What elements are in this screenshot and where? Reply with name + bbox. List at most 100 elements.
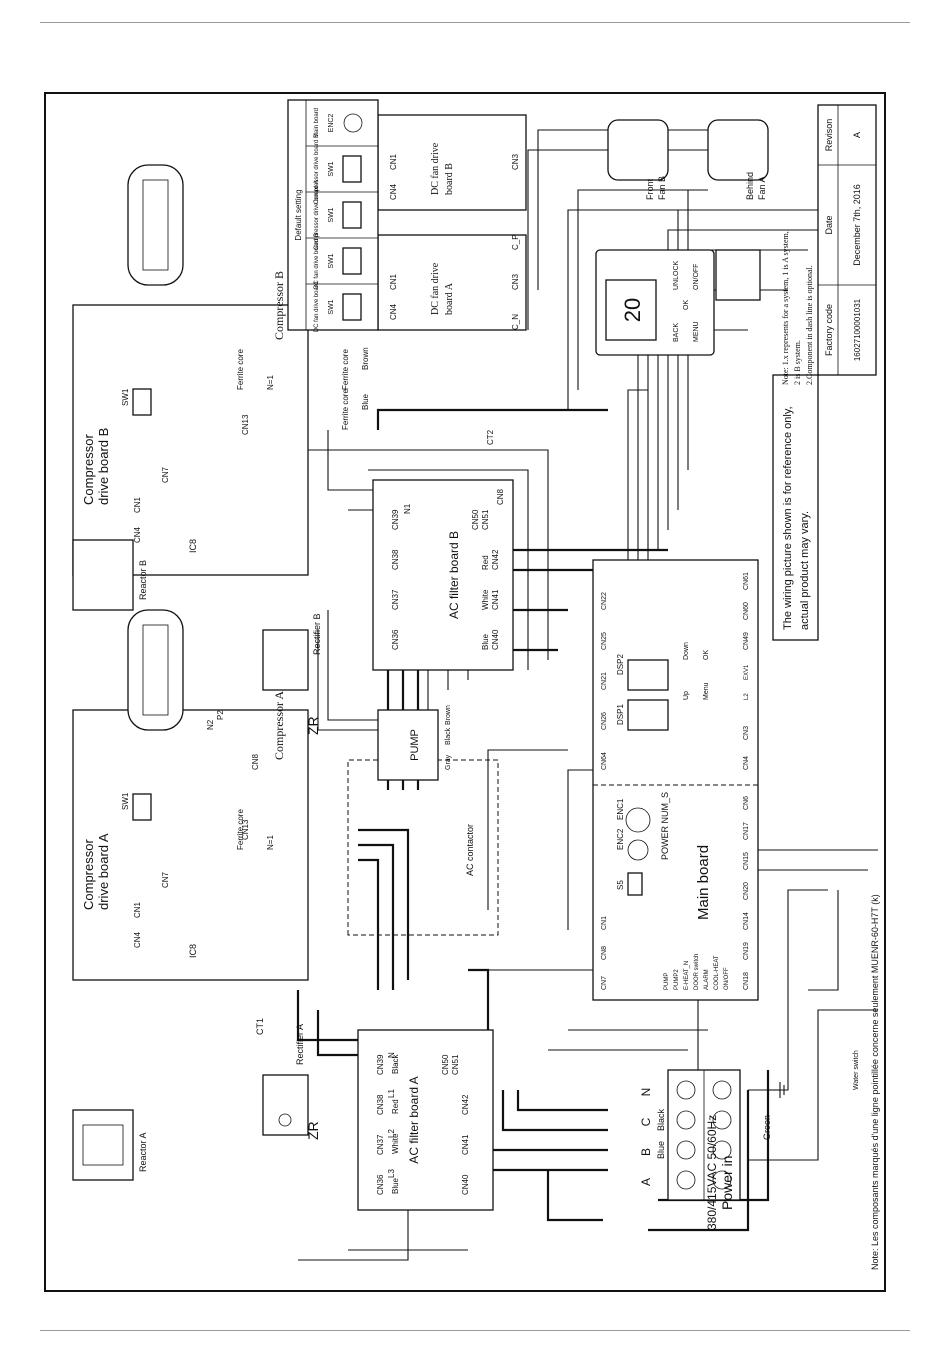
controller-display: 20 <box>620 298 645 322</box>
drive-b-cn7: CN7 <box>161 466 170 483</box>
main-exv2: EXV1 <box>744 664 750 680</box>
compressor-drive-board-b: Compressor drive board B IC8 SW1 CN4 CN1… <box>72 304 309 576</box>
power-terminal-labels: A B C N <box>639 1088 653 1186</box>
main-cn20: CN20 <box>743 882 750 900</box>
drive-a-cn8: CN8 <box>251 753 260 770</box>
wiring-diagram-canvas: Blue Black A B C N 380/415VAC 50/60Hz Po… <box>48 94 886 1290</box>
reactor-a-label: Reactor A <box>138 1132 148 1172</box>
filter-b-n1: N1 <box>403 503 412 514</box>
fan-a-cn3: CN3 <box>511 273 520 290</box>
main-cn19: CN19 <box>743 942 750 960</box>
main-dsp1: DSP1 <box>616 704 625 725</box>
drive-b-cn1: CN1 <box>133 496 142 513</box>
filter-b-cn38: CN38 <box>391 549 400 570</box>
bottom-rule <box>40 1330 910 1331</box>
fan-a-title-2: board A <box>444 282 455 315</box>
main-cn7: CN7 <box>601 976 608 990</box>
drive-b-cn13: CN13 <box>241 414 250 435</box>
main-cn60: CN60 <box>743 602 750 620</box>
main-cn61: CN61 <box>743 572 750 590</box>
power-in-terminal-block: Blue Black <box>656 1069 741 1201</box>
main-board-connectors: CN18 CN19 CN14 CN20 CN15 CN17 CN6 CN4 CN… <box>601 572 750 990</box>
main-cn8: CN8 <box>601 946 608 960</box>
fan-a-cp: C_P <box>511 234 520 250</box>
water-switch: Water switch <box>853 1050 860 1090</box>
main-power-num: POWER NUM_S <box>660 792 670 860</box>
corner-note-1: Note: 1.x represents for a system, 1 is … <box>781 231 790 385</box>
ac-filter-board-b: AC filter board B CN36 CN37 CN38 CN39 CN… <box>372 479 514 671</box>
revision-header-rev: Revison <box>824 119 834 152</box>
fan-a-cn: C_N <box>511 314 520 330</box>
rectifier-a: Rectifier A <box>262 1024 309 1136</box>
terminal-n: N <box>639 1088 653 1097</box>
power-wire-black: Black <box>656 1109 666 1132</box>
n1-a: N=1 <box>266 835 275 850</box>
reactor-b: Reactor B <box>72 539 148 611</box>
settings-row-3: Compressor drive board A <box>314 180 320 250</box>
controller-unlock: UNLOCK <box>673 260 680 290</box>
revision-factory-code: 16027100001031 <box>853 298 862 361</box>
ac-contactor-label: AC contactor <box>465 824 475 876</box>
main-board-title: Main board <box>695 845 712 920</box>
reactor-a: Reactor A <box>72 1109 148 1181</box>
wired-controller: 20 MENU BACK ON/OFF UNLOCK OK <box>595 249 761 356</box>
dc-fan-drive-board-a: DC fan drive board A CN4 CN1 CN3 C_P C_N <box>377 234 527 331</box>
main-up: Up <box>683 691 690 700</box>
front-fan-label-1: Front <box>645 178 655 200</box>
main-cn26: CN25 <box>601 632 608 650</box>
terminal-a: A <box>639 1178 653 1186</box>
main-ok: OK <box>703 650 710 660</box>
controller-back: BACK <box>673 323 680 342</box>
main-exv1: L2 <box>744 693 750 700</box>
drive-b-sw1: SW1 <box>121 388 130 406</box>
reference-note-line-1: The wiring picture shown is for referenc… <box>782 406 794 630</box>
zr-a-label: ZR <box>305 1121 321 1140</box>
dc-fan-drive-board-b: DC fan drive board B CN4 CN1 CN3 <box>377 114 527 211</box>
main-cn49: CN49 <box>743 632 750 650</box>
drive-b-title-2: drive board B <box>96 428 111 505</box>
default-settings-table: Default setting DC fan drive board DC fa… <box>287 99 379 332</box>
main-down: Down <box>683 642 690 660</box>
drive-a-title-2: drive board A <box>96 833 111 910</box>
main-cn66: CN21 <box>601 672 608 690</box>
drive-b-ic8: IC8 <box>188 539 198 553</box>
fan-front-b: Front Fan B <box>588 119 669 200</box>
main-pump: PUMP <box>664 973 670 990</box>
fan-ferrite-core-2: Ferrite core <box>341 389 350 430</box>
drive-a-cn4: CN4 <box>133 931 142 948</box>
main-alarm: ALARM <box>704 969 710 990</box>
settings-enc2: ENC2 <box>328 114 335 133</box>
main-cn3: CN3 <box>743 726 750 740</box>
filter-a-l1: L1 <box>387 1089 396 1098</box>
main-cn31: CN26 <box>601 712 608 730</box>
drive-a-sw1: SW1 <box>121 792 130 810</box>
main-cn15: CN15 <box>743 852 750 870</box>
filter-b-cn37: CN37 <box>391 589 400 610</box>
fan-behind-a: Behind Fan A <box>688 119 769 200</box>
filter-a-cn41: CN41 <box>461 1134 470 1155</box>
main-cn6: CN6 <box>743 796 750 810</box>
main-enc2: ENC2 <box>616 828 625 850</box>
fan-wire-brown: Brown <box>361 347 370 370</box>
settings-row-4: Compressor drive board B <box>314 134 320 204</box>
main-enc1: ENC1 <box>616 798 625 820</box>
ground-icon <box>768 1082 785 1098</box>
filter-b-wire-blue: Blue <box>481 633 490 650</box>
main-e-heat: E-HEAT_N <box>684 961 690 990</box>
fan-b-cn4: CN4 <box>389 183 398 200</box>
terminal-b: B <box>639 1148 653 1156</box>
bottom-note: Note: Les composants marqués d'une ligne… <box>870 894 880 1270</box>
filter-b-cn40: CN40 <box>491 629 500 650</box>
filter-b-cn39: CN39 <box>391 509 400 530</box>
fan-a-cn1: CN1 <box>389 273 398 290</box>
revision-header-factory: Factory code <box>824 304 834 356</box>
behind-fan-label-1: Behind <box>745 172 755 200</box>
power-wire-blue: Blue <box>656 1141 666 1159</box>
main-cn14: CN14 <box>743 912 750 930</box>
controller-ok: OK <box>683 300 690 310</box>
main-cn1: CN1 <box>601 916 608 930</box>
filter-a-cn38: CN38 <box>376 1094 385 1115</box>
main-cn17: CN17 <box>743 822 750 840</box>
ct2-label: CT2 <box>486 429 495 445</box>
power-voltage: 380/415VAC 50/60Hz <box>705 1115 719 1230</box>
